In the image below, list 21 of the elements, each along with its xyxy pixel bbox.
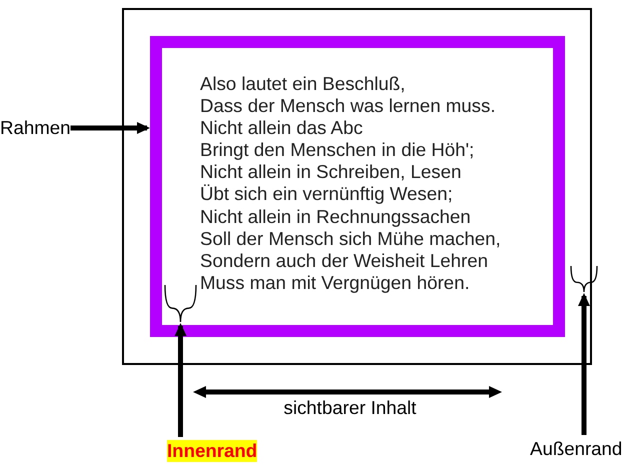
poem-line: Nicht allein in Schreiben, Lesen	[200, 161, 462, 184]
poem-line: Bringt den Menschen in die Höh';	[200, 139, 474, 162]
frame-border	[150, 36, 565, 337]
arrow	[174, 323, 186, 437]
poem-line: Also lautet ein Beschluß,	[200, 73, 406, 96]
poem-line: Muss man mit Vergnügen hören.	[200, 272, 470, 294]
poem-line: Übt sich ein vernünftig Wesen;	[200, 183, 453, 206]
callout-label: Außenrand	[530, 438, 622, 460]
callout-label: Rahmen	[0, 117, 71, 139]
poem-line: Nicht allein in Rechnungssachen	[200, 206, 471, 228]
poem-line: Sondern auch der Weisheit Lehren	[200, 250, 488, 272]
curly-brace	[164, 284, 197, 323]
page-outline	[122, 8, 592, 365]
curly-brace	[570, 265, 598, 293]
callout-label: Innenrand	[167, 440, 258, 462]
arrow	[70, 122, 150, 134]
dimension-label: sichtbarer Inhalt	[284, 397, 416, 419]
poem-line: Dass der Mensch was lernen muss.	[200, 95, 496, 118]
arrow	[578, 293, 590, 435]
poem-line: Nicht allein das Abc	[200, 117, 363, 140]
poem-line: Soll der Mensch sich Mühe machen,	[200, 228, 501, 250]
